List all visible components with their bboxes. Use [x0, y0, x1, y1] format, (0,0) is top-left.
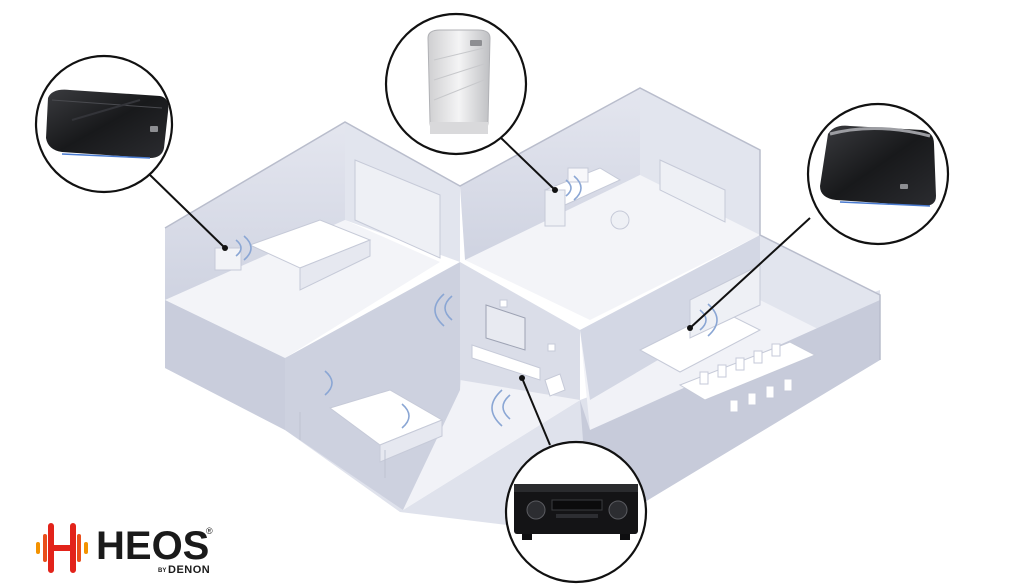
callout-line-bedroom	[149, 174, 226, 249]
tv-stand	[471, 344, 541, 381]
callout-dot	[222, 245, 228, 251]
speaker-logo-badge	[470, 40, 482, 46]
callout-ring	[384, 12, 528, 156]
speaker-logo-badge	[150, 126, 158, 132]
subwoofer	[544, 373, 566, 397]
logo-by-text: BY	[158, 568, 167, 574]
receiver-top-panel	[514, 484, 638, 492]
desk-monitor	[567, 167, 589, 183]
callout-lines	[149, 136, 811, 446]
callout-ring	[806, 102, 950, 246]
chair	[765, 385, 775, 399]
speaker-facet-line	[71, 99, 141, 121]
wave	[444, 295, 453, 321]
heos-logo: HEOS ® BY DENON	[34, 522, 224, 582]
wave	[491, 389, 503, 427]
speaker-grille-line	[51, 99, 163, 109]
speaker-base	[430, 122, 488, 134]
callout-office-speaker	[384, 12, 528, 156]
chair	[747, 392, 757, 406]
callout-ring	[504, 440, 648, 584]
speaker-led-strip	[61, 153, 151, 159]
wave	[573, 175, 582, 201]
wave	[324, 370, 333, 396]
chair	[771, 343, 781, 357]
callout-dot	[552, 187, 558, 193]
surround-speaker-right	[547, 343, 556, 352]
wave	[235, 239, 242, 257]
chair	[753, 350, 763, 364]
callout-kitchen-speaker	[806, 102, 950, 246]
callout-bedroom-speaker	[34, 54, 174, 194]
chair	[783, 378, 793, 392]
wall-top-edges	[164, 87, 881, 360]
bedroom-side-wall	[165, 228, 285, 430]
dining-chairs	[699, 343, 793, 413]
callout-dot	[519, 375, 525, 381]
dining-table	[678, 341, 817, 401]
surround-speaker-left	[499, 299, 508, 308]
heos-wordmark: HEOS	[96, 524, 210, 568]
speaker-facet-lines	[433, 47, 485, 101]
wave	[434, 293, 445, 327]
chair	[699, 371, 709, 385]
bed-side	[299, 239, 371, 291]
desk-drawers	[544, 189, 566, 227]
kitchen-left-wall	[580, 235, 760, 400]
livingroom-left-wall	[285, 262, 465, 510]
speaker-led-strip	[839, 201, 931, 207]
heos-speaker-black-icon	[820, 125, 936, 206]
speaker-top-trim	[829, 126, 931, 138]
receiver-foot-right	[620, 534, 630, 540]
office-floor	[465, 175, 760, 320]
office-back-wall-right	[640, 88, 760, 235]
callout-dots	[222, 187, 693, 381]
wave	[401, 403, 410, 429]
office-back-wall-left	[460, 88, 640, 260]
heos-speaker-black-icon	[46, 89, 169, 158]
wave	[243, 235, 252, 261]
sofa-front	[379, 419, 443, 463]
wardrobe	[354, 159, 441, 259]
office-chair	[610, 210, 630, 230]
receiver-buttons	[556, 514, 598, 518]
office-cabinets	[659, 159, 726, 223]
callout-line-receiver	[521, 377, 551, 446]
volume-knob-left	[526, 500, 546, 520]
chair	[717, 364, 727, 378]
bedroom-back-wall-left	[165, 122, 345, 300]
callout-ring	[34, 54, 174, 194]
wave	[707, 303, 718, 337]
furniture	[214, 159, 817, 478]
callout-dot	[687, 325, 693, 331]
receiver-display	[551, 499, 603, 511]
sound-waves	[235, 175, 718, 429]
receiver-foot-left	[522, 534, 532, 540]
registered-mark: ®	[206, 526, 213, 536]
wave	[699, 309, 707, 331]
nightstand	[214, 247, 242, 271]
chair	[729, 399, 739, 413]
wave	[502, 394, 511, 420]
denon-brand-text: DENON	[168, 564, 211, 576]
callout-line-kitchen	[689, 217, 811, 329]
callout-receiver	[504, 440, 648, 584]
television	[485, 304, 526, 351]
speaker-logo-badge	[900, 184, 908, 189]
heos-h-mark-icon	[36, 523, 88, 573]
wave	[565, 179, 572, 197]
volume-knob-right	[608, 500, 628, 520]
chair	[735, 357, 745, 371]
callout-line-office	[499, 136, 556, 191]
